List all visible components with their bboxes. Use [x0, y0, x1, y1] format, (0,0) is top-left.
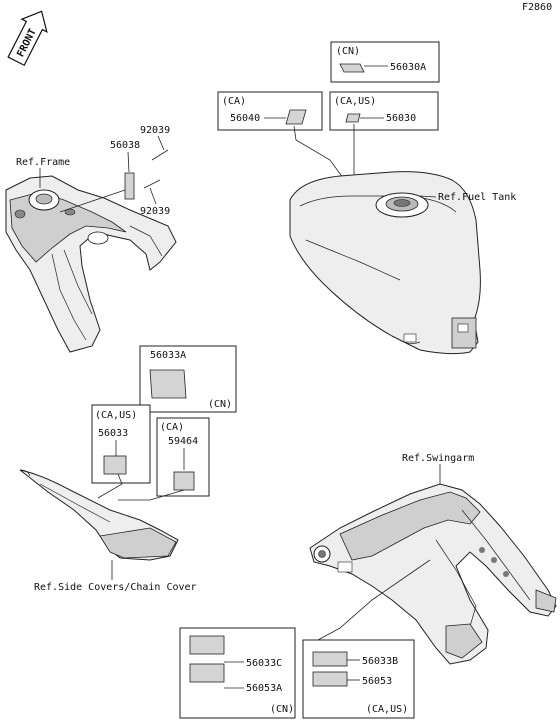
callout-box-cn-bottom: 56033C 56053A (CN) — [179, 627, 296, 719]
part-92039-upper: 92039 — [140, 125, 170, 136]
callout-box-caus-side: (CA,US) 56033 — [91, 404, 151, 484]
decal-56038 — [124, 172, 135, 200]
decal-icon-lower — [312, 671, 348, 687]
decal-icon — [149, 369, 187, 399]
decal-icon-lower — [189, 663, 225, 683]
part-number-lower: 56053A — [246, 683, 282, 694]
region-label: (CA,US) — [334, 96, 376, 107]
region-label: (CN) — [336, 46, 360, 57]
decal-icon — [285, 109, 307, 125]
callout-box-ca-tank: (CA) 56040 — [217, 91, 323, 131]
clip-upper-icon — [151, 149, 169, 161]
ref-side-covers-label: Ref.Side Covers/Chain Cover — [34, 582, 197, 593]
clip-lower-icon — [143, 179, 161, 189]
part-number: 56040 — [230, 113, 260, 124]
decal-icon-upper — [312, 651, 348, 667]
part-56038: 56038 — [110, 140, 140, 151]
region-label: (CN) — [208, 399, 232, 410]
callout-box-cn-mid: 56033A (CN) — [139, 345, 237, 413]
region-label: (CA,US) — [366, 704, 408, 715]
part-number-upper: 56033B — [362, 656, 398, 667]
region-label: (CN) — [270, 704, 294, 715]
callout-box-ca-side: (CA) 59464 — [156, 417, 210, 497]
decal-icon — [345, 113, 361, 123]
part-number: 56030A — [390, 62, 426, 73]
decal-icon — [103, 455, 127, 475]
part-number-upper: 56033C — [246, 658, 282, 669]
part-92039-lower: 92039 — [140, 206, 170, 217]
ref-swingarm-label: Ref.Swingarm — [402, 453, 474, 464]
part-number: 56033A — [150, 350, 186, 361]
side-cover-illustration — [19, 469, 179, 561]
front-arrow-icon: FRONT — [7, 10, 48, 67]
decal-icon-upper — [189, 635, 225, 655]
callout-box-caus-tank: (CA,US) 56030 — [329, 91, 439, 131]
region-label: (CA) — [160, 422, 184, 433]
swingarm-illustration — [309, 483, 557, 665]
region-label: (CA) — [222, 96, 246, 107]
part-number-lower: 56053 — [362, 676, 392, 687]
ref-fuel-tank-label: Ref.Fuel Tank — [438, 192, 516, 203]
part-number: 56033 — [98, 428, 128, 439]
callout-box-cn-top: (CN) 56030A — [330, 41, 440, 83]
figure-code: F2860 — [522, 2, 552, 13]
callout-box-caus-bottom: 56033B 56053 (CA,US) — [302, 639, 415, 719]
frame-illustration — [5, 175, 177, 353]
part-number: 56030 — [386, 113, 416, 124]
ref-frame-label: Ref.Frame — [16, 157, 70, 168]
fuel-tank-illustration — [289, 171, 481, 355]
decal-icon — [173, 471, 195, 491]
part-number: 59464 — [168, 436, 198, 447]
decal-icon — [339, 63, 365, 73]
region-label: (CA,US) — [95, 410, 137, 421]
